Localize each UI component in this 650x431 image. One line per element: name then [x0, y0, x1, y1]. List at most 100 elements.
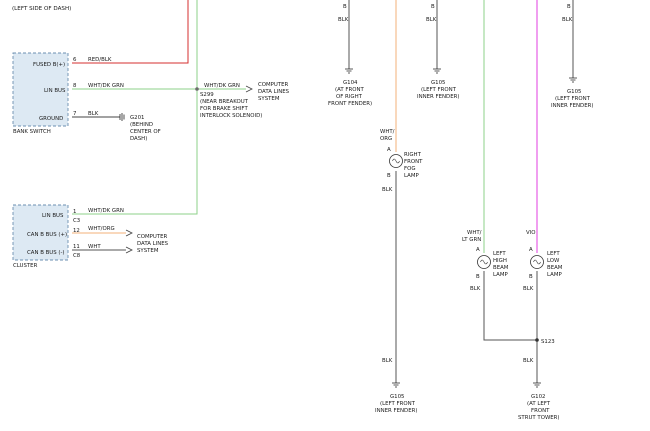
g105-top-label-2: (LEFT FRONT	[421, 87, 457, 93]
top-location-note: (LEFT SIDE OF DASH)	[12, 6, 71, 12]
fog-name-1: RIGHT	[404, 152, 422, 158]
low-pin-b: B	[529, 274, 533, 280]
high-wire-out: BLK	[470, 286, 481, 292]
data-lines-1-line-3: SYSTEM	[258, 96, 280, 102]
bank-wire-label-3: BLK	[88, 111, 99, 117]
bank-pin-num-3: 7	[73, 111, 76, 117]
low-name-1: LEFT	[547, 251, 560, 257]
bank-pin-num-2: 8	[73, 83, 77, 89]
arrow-data-lines-2	[125, 229, 133, 254]
g105-top-label-1: G105	[431, 80, 445, 86]
g201-label-3: CENTER OF	[130, 129, 161, 135]
wire-red-blk	[72, 0, 189, 64]
cluster-pin-num-1: 1	[73, 209, 76, 215]
data-lines-2-line-2: DATA LINES	[137, 241, 169, 247]
g105-top-pin: B	[431, 4, 435, 10]
ground-symbol-g201	[119, 113, 125, 121]
s123-label: S123	[541, 339, 555, 345]
wire-wht-dkgrn-trunk	[72, 0, 198, 215]
g105-right-label-3: INNER FENDER)	[551, 103, 593, 109]
g105-bottom-label-1: G105	[390, 394, 404, 400]
g102-label-4: STRUT TOWER)	[518, 415, 560, 421]
ground-symbol-g105-top	[433, 68, 441, 74]
bank-switch-title: BANK SWITCH	[13, 129, 51, 135]
low-name-2: LOW	[547, 258, 560, 264]
ground-symbol-g104	[345, 68, 353, 74]
high-beam-bulb-icon	[477, 255, 491, 269]
g105-bottom-label-2: (LEFT FRONT	[380, 401, 416, 407]
g104-label-4: FRONT FENDER)	[328, 101, 372, 107]
g104-top-pin: B	[343, 4, 347, 10]
g105-right-wire-label: BLK	[562, 17, 573, 23]
g105-bottom-label-3: INNER FENDER)	[375, 408, 417, 414]
fog-name-2: FRONT	[404, 159, 423, 165]
g105-top-label-3: INNER FENDER)	[417, 94, 459, 100]
fog-wire-in-2: ORG	[380, 136, 392, 142]
arrow-data-lines-1	[245, 85, 253, 93]
g104-wire-label: BLK	[338, 17, 349, 23]
splice-dot-s299	[195, 87, 199, 91]
cluster-pin-num-2: 12	[73, 228, 80, 234]
g105-right-label-1: G105	[567, 89, 581, 95]
low-pin-a: A	[529, 247, 533, 253]
fog-pin-a: A	[387, 147, 391, 153]
g102-label-3: FRONT	[531, 408, 550, 414]
cluster-pin-sub-1: C3	[73, 218, 80, 224]
cluster-wire-label-3: WHT	[88, 244, 101, 250]
g201-label-4: DASH)	[130, 136, 147, 142]
bank-pin-label-1: FUSED B(+)	[33, 62, 65, 68]
cluster-title: CLUSTER	[13, 263, 38, 269]
wire-blk-high	[483, 271, 537, 341]
g201-label-1: G201	[130, 115, 144, 121]
low-name-4: LAMP	[547, 272, 562, 278]
high-name-3: BEAM	[493, 265, 509, 271]
cluster-pin-label-1: LIN BUS	[42, 213, 64, 219]
cluster-pin-label-2: CAN B BUS (+)	[27, 232, 67, 238]
splice-dot-s123	[535, 338, 539, 342]
s299-desc-1: (NEAR BREAKOUT	[200, 99, 249, 105]
low-beam-bulb-icon	[530, 255, 544, 269]
s123-wire-out: BLK	[523, 358, 534, 364]
bank-wire-label-1: RED/BLK	[88, 57, 112, 63]
g104-label-2: (AT FRONT	[335, 87, 364, 93]
high-wire-in-1: WHT/	[467, 230, 482, 236]
s299-desc-2: FOR BRAKE SHIFT	[200, 106, 248, 112]
high-name-4: LAMP	[493, 272, 508, 278]
cluster-pin-label-3: CAN B BUS (-)	[27, 250, 65, 256]
cluster-wire-label-2: WHT/ORG	[88, 226, 115, 232]
low-wire-out: BLK	[523, 286, 534, 292]
fog-lamp-bulb-icon	[389, 154, 403, 168]
cluster-connector	[12, 204, 69, 261]
g105-top-wire-label: BLK	[426, 17, 437, 23]
g105-bottom-wire-label: BLK	[382, 358, 393, 364]
ground-symbol-g102	[533, 382, 541, 388]
data-lines-1-line-1: COMPUTER	[258, 82, 289, 88]
fog-name-3: FOG	[404, 166, 416, 172]
fog-pin-b: B	[387, 173, 391, 179]
ground-symbol-g105-bottom	[392, 382, 400, 388]
g104-label-1: G104	[343, 80, 358, 86]
bank-switch-connector	[12, 52, 69, 127]
bank-wire-label-2: WHT/DK GRN	[88, 83, 124, 89]
low-wire-in-1: VIO	[526, 230, 536, 236]
fog-name-4: LAMP	[404, 173, 419, 179]
cluster-pin-num-3: 11	[73, 244, 80, 250]
fog-wire-in-1: WHT/	[380, 129, 395, 135]
s299-name: S299	[200, 92, 214, 98]
g102-label-1: G102	[531, 394, 545, 400]
cluster-pin-sub-3: C8	[73, 253, 81, 259]
high-pin-a: A	[476, 247, 480, 253]
g102-label-2: (AT LEFT	[527, 401, 551, 407]
high-wire-in-2: LT GRN	[462, 237, 481, 243]
bank-pin-label-3: GROUND	[39, 116, 63, 122]
g105-right-label-2: (LEFT FRONT	[555, 96, 591, 102]
data-lines-2-line-3: SYSTEM	[137, 248, 159, 254]
high-pin-b: B	[476, 274, 480, 280]
fog-wire-out: BLK	[382, 187, 393, 193]
bank-pin-label-2: LIN BUS	[44, 88, 66, 94]
data-lines-2-line-1: COMPUTER	[137, 234, 168, 240]
low-name-3: BEAM	[547, 265, 563, 271]
high-name-2: HIGH	[493, 258, 507, 264]
data-lines-1-line-2: DATA LINES	[258, 89, 290, 95]
